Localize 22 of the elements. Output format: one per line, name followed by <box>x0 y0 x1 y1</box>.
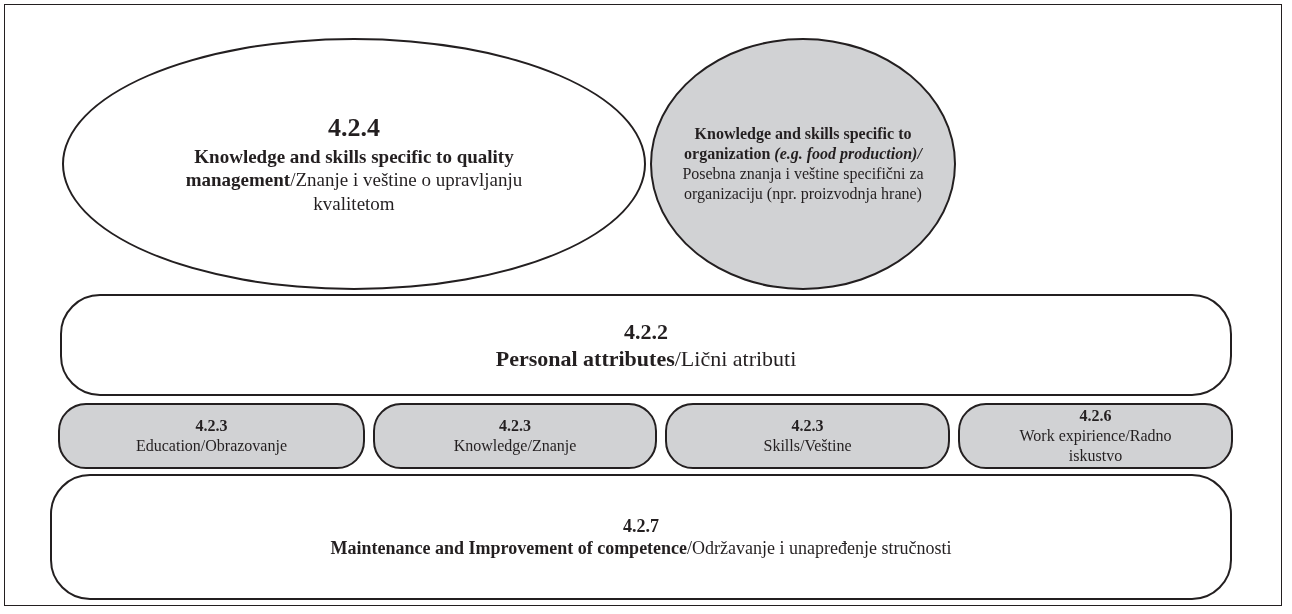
section-number: 4.2.3 <box>499 416 531 436</box>
section-number: 4.2.6 <box>1079 406 1112 426</box>
node-text: Knowledge/Znanje <box>453 436 577 456</box>
node-text: Personal attributes/Lični atributi <box>495 345 797 373</box>
rounded-box <box>60 294 1232 396</box>
node-text: Skills/Veštine <box>763 436 852 456</box>
rounded-box <box>665 403 950 469</box>
node-text: Maintenance and Improvement of competence/Održavanje i unapređenje stručnosti <box>330 537 952 560</box>
rounded-box <box>58 403 365 469</box>
node-text: Knowledge and skills specific to organization (e.g. food production)/ <box>683 124 924 164</box>
node-text: Work expirience/Radno iskustvo <box>1018 426 1173 466</box>
node-text: Posebna znanja i veštine specifični za organizaciju (npr. proizvodnja hrane) <box>681 164 925 204</box>
rounded-box <box>373 403 657 469</box>
section-number: 4.2.7 <box>623 514 659 537</box>
section-number: 4.2.3 <box>791 416 824 436</box>
section-number: 4.2.4 <box>328 112 380 145</box>
node-text: Knowledge and skills specific to quality management/Znanje i veštine o upravljanju kvalitetom <box>184 144 524 216</box>
section-number: 4.2.3 <box>195 416 228 436</box>
section-number: 4.2.2 <box>624 317 668 345</box>
node-text: Education/Obrazovanje <box>135 436 287 456</box>
rounded-box <box>50 474 1232 600</box>
rounded-box <box>958 403 1233 469</box>
